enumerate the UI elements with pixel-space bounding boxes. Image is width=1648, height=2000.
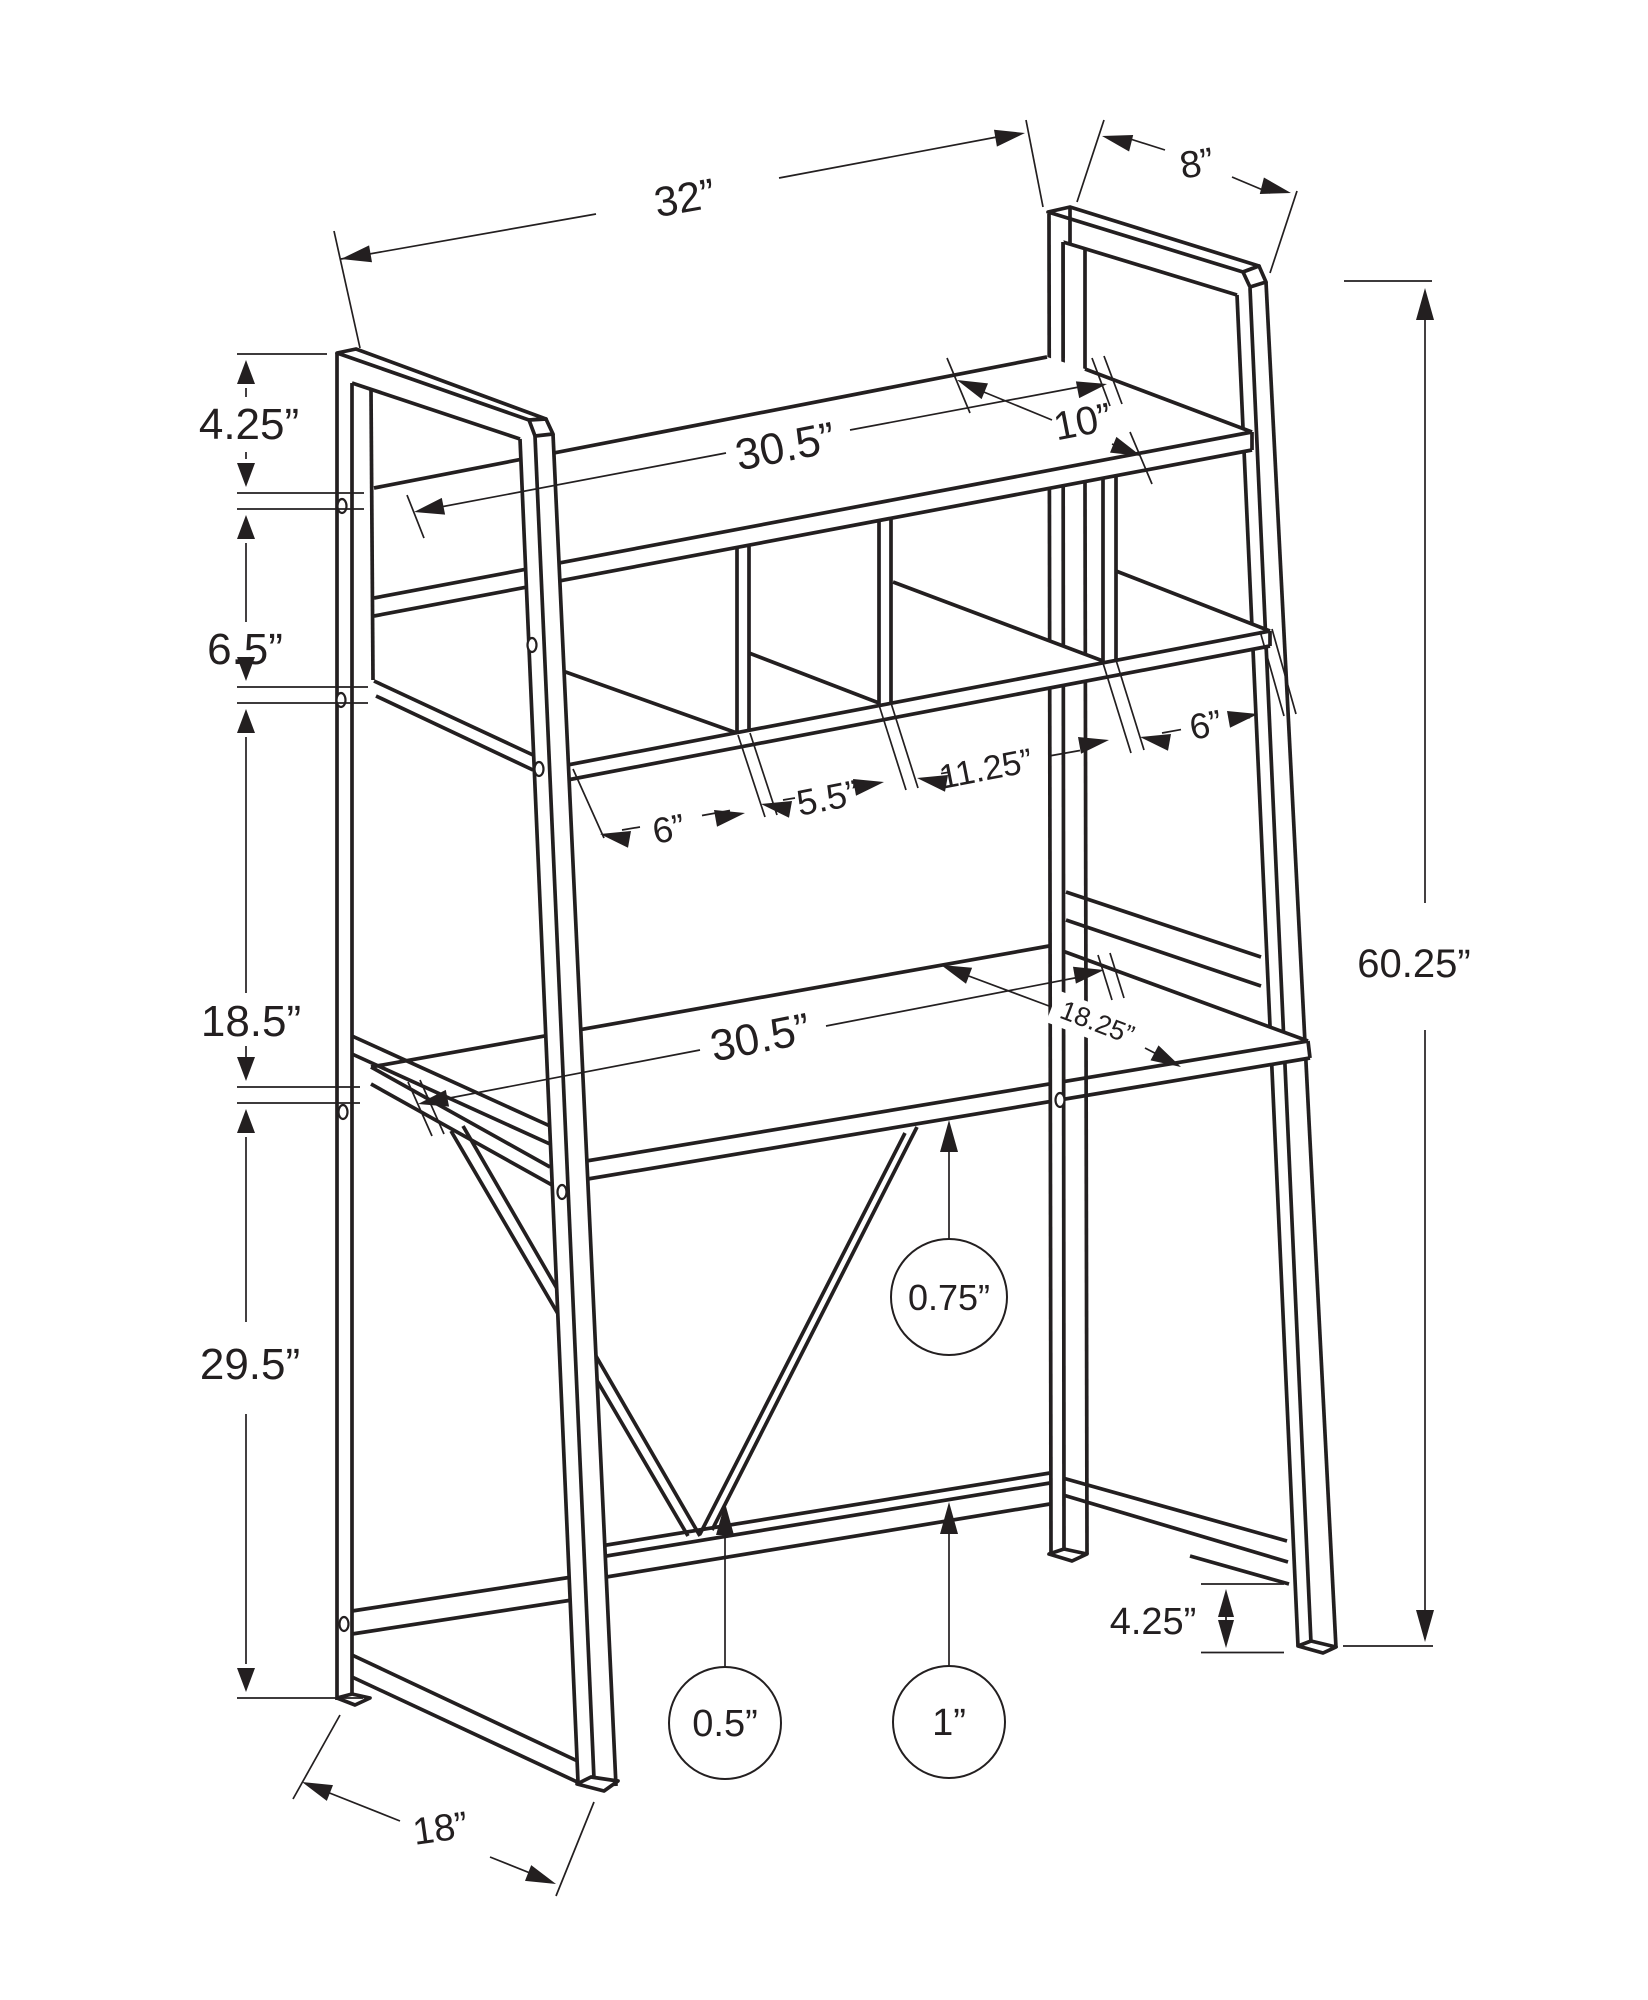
svg-text:10”: 10”: [1050, 395, 1115, 449]
svg-text:8”: 8”: [1177, 141, 1218, 188]
svg-text:32”: 32”: [651, 169, 719, 226]
svg-text:60.25”: 60.25”: [1357, 942, 1470, 986]
svg-text:1”: 1”: [932, 1702, 966, 1744]
svg-text:6.5”: 6.5”: [207, 625, 283, 674]
svg-text:6”: 6”: [1186, 702, 1225, 748]
svg-text:18”: 18”: [410, 1804, 470, 1853]
svg-text:0.75”: 0.75”: [908, 1277, 990, 1318]
svg-text:4.25”: 4.25”: [199, 400, 299, 449]
svg-text:4.25”: 4.25”: [1110, 1601, 1197, 1643]
svg-text:18.5”: 18.5”: [201, 997, 301, 1046]
svg-text:0.5”: 0.5”: [692, 1703, 757, 1745]
svg-text:29.5”: 29.5”: [200, 1340, 300, 1389]
svg-text:6”: 6”: [649, 806, 688, 852]
